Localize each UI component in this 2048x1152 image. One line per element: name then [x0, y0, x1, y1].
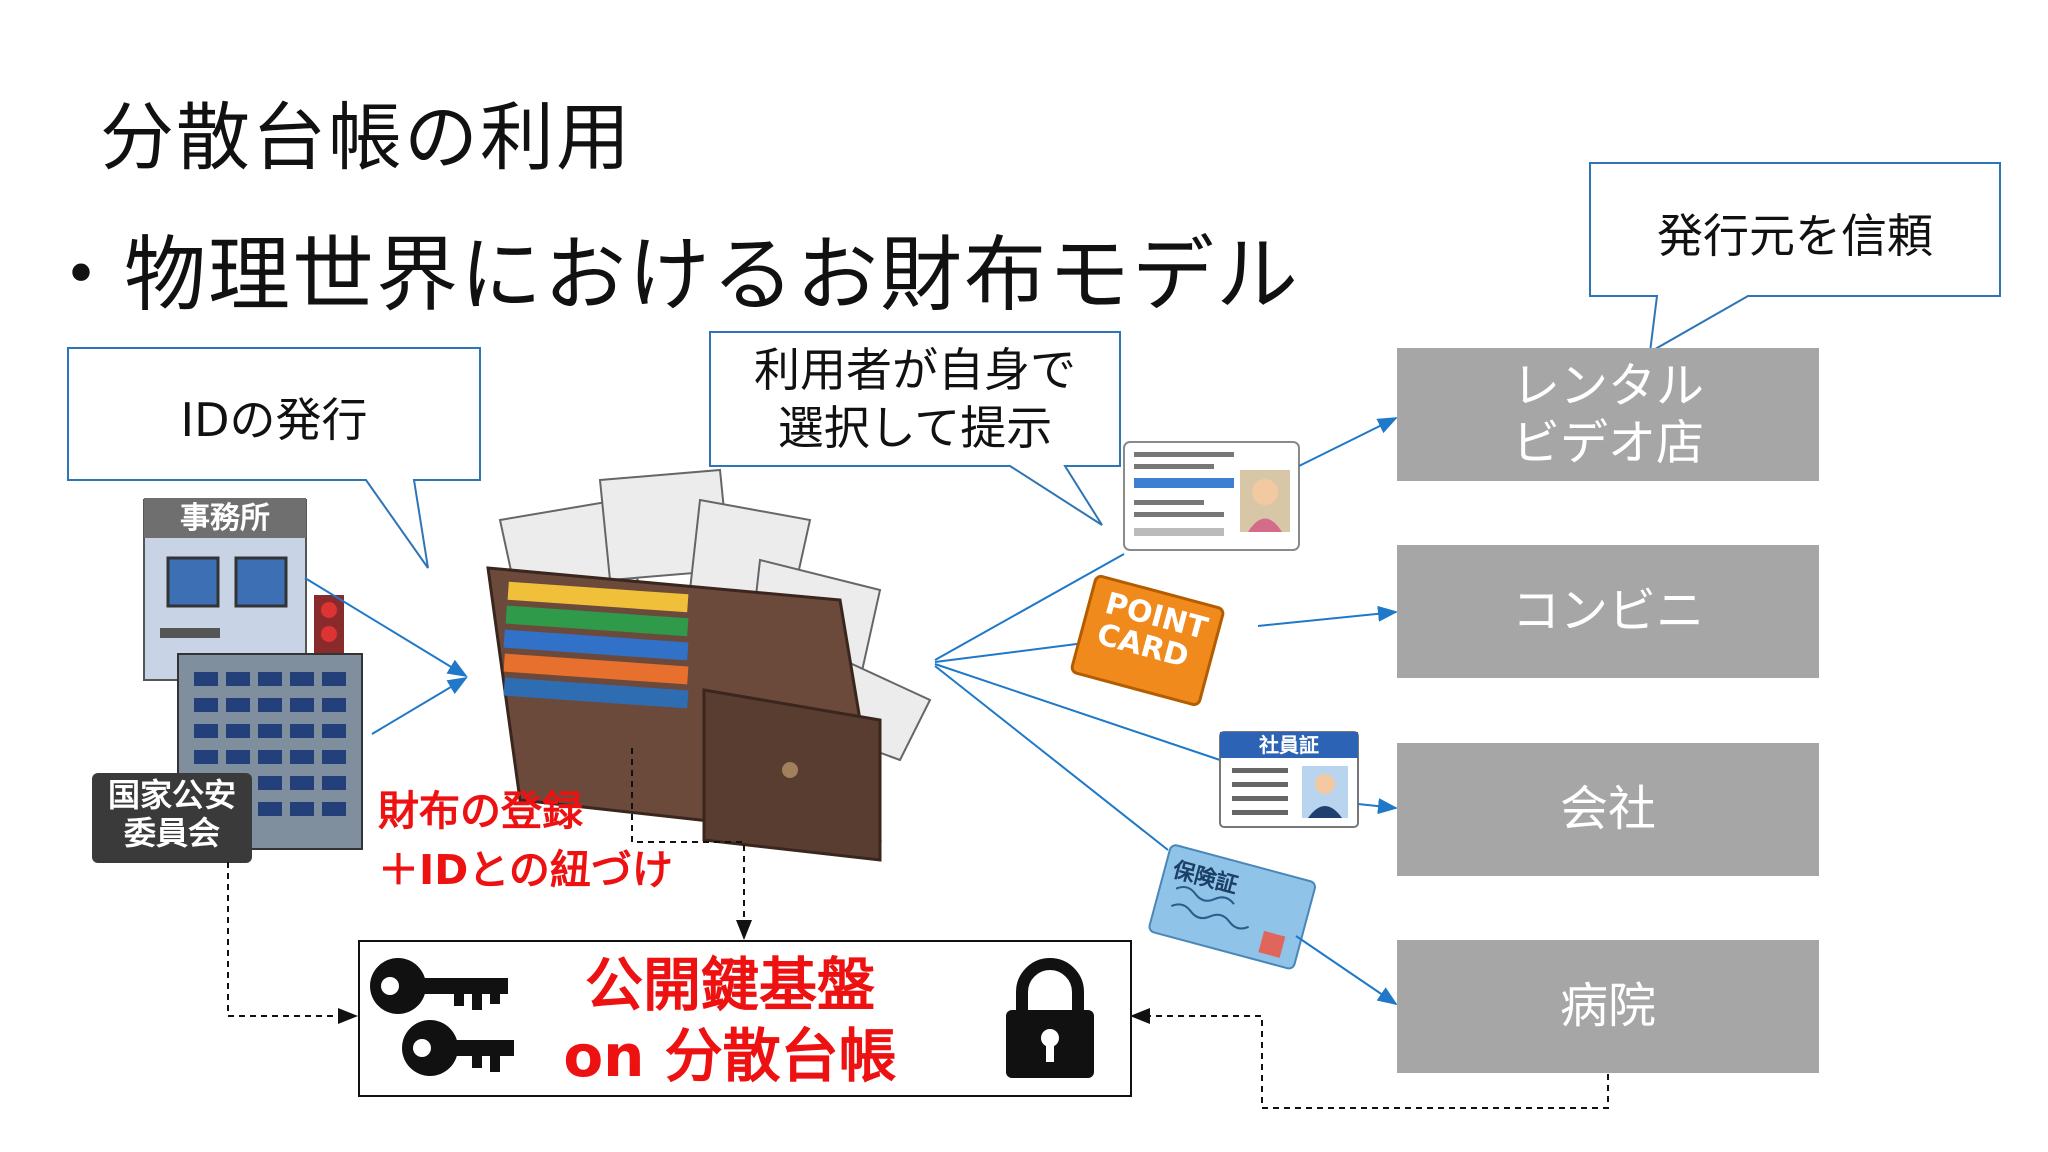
line-wallet-to-license	[934, 553, 1125, 661]
pki-title: 公開鍵基盤 on 分散台帳	[563, 951, 897, 1090]
dashed-wallet-to-pki	[631, 748, 752, 940]
line-wallet-to-employee	[934, 663, 1221, 761]
point-card-icon	[1070, 574, 1225, 706]
callout-user-select	[709, 331, 1121, 526]
verifier-hospital: 病院	[1397, 940, 1819, 1073]
arrow-employee-to-company	[1357, 798, 1398, 815]
key-icon	[370, 958, 514, 1076]
office-building-icon	[143, 498, 307, 681]
verifier-video-store: レンタル ビデオ店	[1397, 348, 1819, 481]
pki-box: 公開鍵基盤 on 分散台帳	[358, 940, 1132, 1097]
callout-id-issue	[67, 347, 481, 569]
license-card-icon	[1123, 441, 1300, 551]
police-sign-text: 国家公安 委員会	[107, 776, 236, 853]
verifier-convenience-store: コンビニ	[1397, 545, 1819, 678]
callout-id-issue-text: IDの発行	[180, 393, 368, 447]
arrow-license-to-video	[1298, 417, 1398, 467]
line-wallet-to-insurance	[934, 665, 1169, 851]
dashed-police-to-pki	[227, 862, 358, 1024]
lock-icon	[1006, 958, 1094, 1078]
arrow-office-to-wallet	[304, 577, 468, 678]
arrow-pointcard-to-convenience	[1257, 605, 1398, 627]
callout-trust-issuer-text: 発行元を信頼	[1657, 209, 1933, 263]
bullet-heading: ・物理世界におけるお財布モデル	[40, 228, 1301, 323]
police-plate	[92, 773, 252, 863]
employee-id-text: 社員証	[1259, 733, 1319, 757]
callout-user-select-text: 利用者が自身で 選択して提示	[754, 343, 1076, 455]
callout-trust-issuer	[1589, 162, 2001, 354]
arrow-insurance-to-hospital	[1295, 935, 1398, 1006]
office-sign-text: 事務所	[180, 501, 270, 536]
employee-id-card-icon	[1219, 731, 1359, 828]
wallet-icon	[486, 468, 932, 862]
verifier-company: 会社	[1397, 743, 1819, 876]
page-title: 分散台帳の利用	[100, 95, 632, 181]
arrow-police-to-wallet	[371, 676, 468, 735]
insurance-card-icon	[1148, 844, 1316, 970]
wallet-registration-label: 財布の登録 ＋IDとの紐づけ	[378, 787, 673, 895]
dashed-verifier-to-pki	[1130, 1008, 1609, 1109]
